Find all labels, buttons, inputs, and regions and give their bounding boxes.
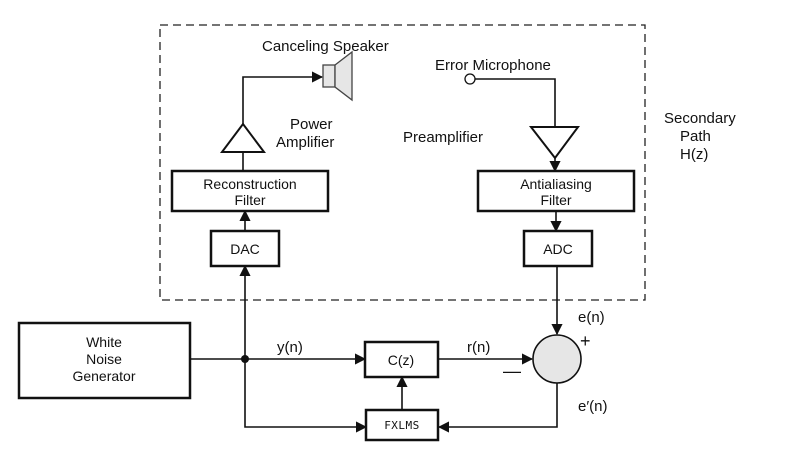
to-fxlms-line — [244, 359, 368, 433]
signal-lines — [190, 71, 563, 433]
e-n-label: e(n) — [578, 309, 605, 326]
secondary-path-label-line2: Path — [680, 128, 711, 145]
dac-label: DAC — [230, 241, 260, 257]
speaker-icon — [322, 50, 353, 102]
power-amplifier-label-line1: Power — [290, 116, 333, 133]
white-noise-generator-block — [17, 321, 192, 400]
secondary-path-label-line3: H(z) — [680, 146, 708, 163]
canceling-speaker-label: Canceling Speaker — [262, 38, 389, 55]
e-prime-line — [437, 383, 558, 433]
amp-to-speaker-line — [242, 71, 324, 124]
reconstruction-filter-label-line1: Reconstruction — [203, 176, 296, 192]
white-noise-label-line3: Generator — [72, 368, 135, 384]
secondary-path-boundary — [159, 24, 646, 301]
secondary-path-label-line1: Secondary — [664, 110, 736, 127]
power-amplifier-label-line2: Amplifier — [276, 134, 334, 151]
preamplifier-icon — [528, 126, 580, 160]
white-noise-label-line1: White — [86, 334, 122, 350]
cz-label: C(z) — [388, 352, 414, 368]
reconstruction-filter-label-line2: Filter — [234, 192, 265, 208]
preamplifier-label: Preamplifier — [403, 129, 483, 146]
plus-sign: + — [580, 331, 591, 351]
antialiasing-filter-label-line1: Antialiasing — [520, 176, 592, 192]
y-n-label: y(n) — [277, 339, 303, 356]
branch-node — [241, 355, 249, 363]
fxlms-label: FXLMS — [384, 419, 420, 432]
antialiasing-filter-label-line2: Filter — [540, 192, 571, 208]
cz-block — [363, 340, 440, 379]
error-microphone-label: Error Microphone — [435, 57, 551, 74]
e-prime-n-label: e′(n) — [578, 398, 608, 415]
summing-junction — [532, 334, 582, 384]
power-amplifier-icon — [220, 122, 266, 153]
white-noise-label-line2: Noise — [86, 351, 122, 367]
mic-to-preamp-line — [475, 78, 556, 127]
adc-label: ADC — [543, 241, 573, 257]
error-microphone-icon — [464, 73, 476, 85]
reconstruction-filter-block — [170, 169, 330, 213]
r-n-label: r(n) — [467, 339, 490, 356]
minus-sign: — — [503, 361, 521, 381]
